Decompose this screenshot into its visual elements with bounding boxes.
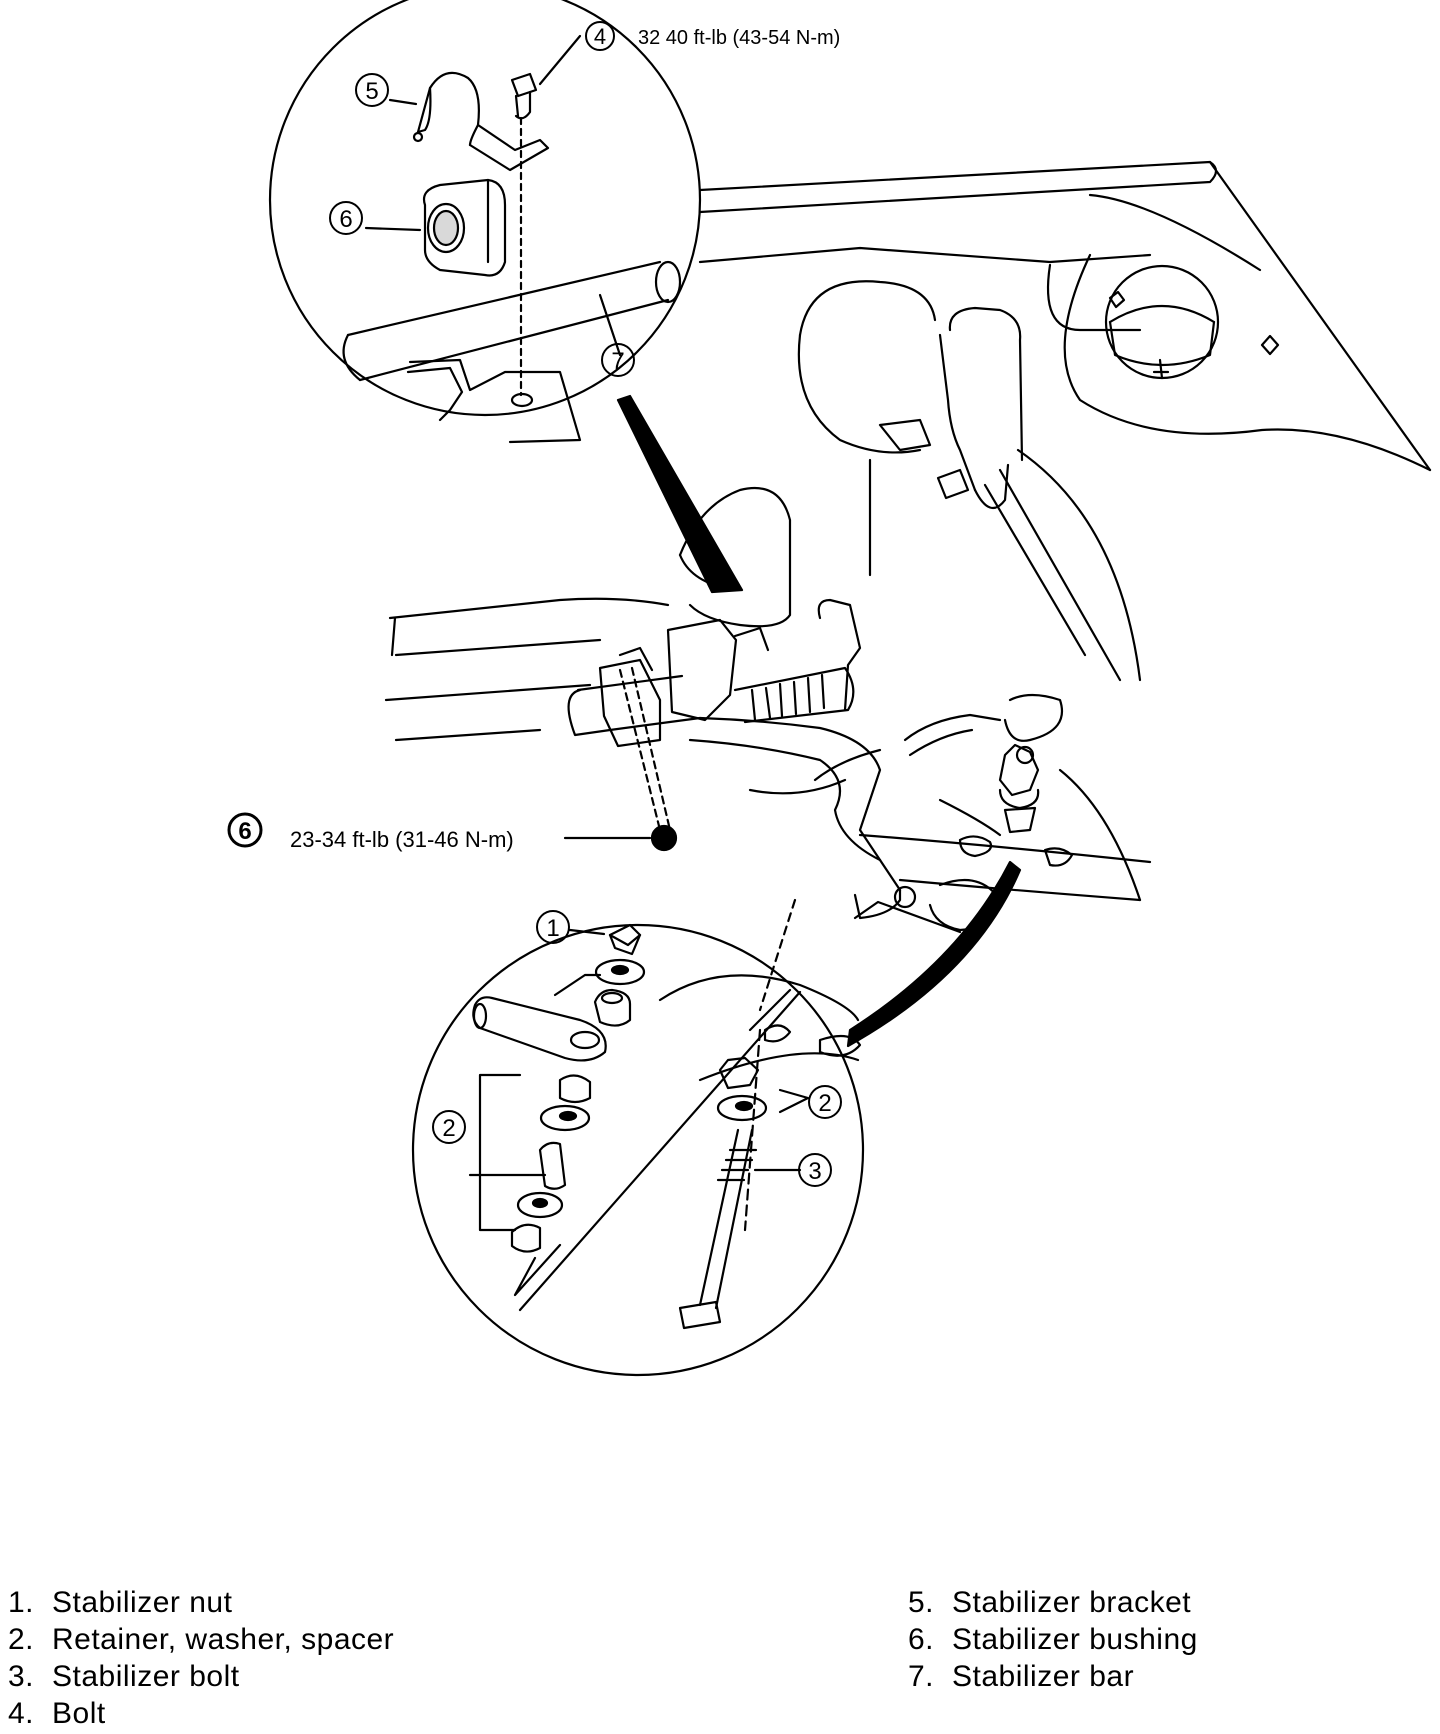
callout-1: 1 xyxy=(536,910,570,944)
connector-top xyxy=(616,394,744,594)
callout-3: 3 xyxy=(798,1153,832,1187)
callout-6-mid: 6 23-34 ft-lb (31-46 N-m) xyxy=(227,812,514,852)
legend-item-1: 1.Stabilizer nut xyxy=(8,1586,233,1619)
callout-4: 4 32 40 ft-lb (43-54 N-m) xyxy=(585,21,840,51)
detail-circle-bracket xyxy=(268,0,702,417)
stabilizer-bushing-drawing xyxy=(422,178,507,277)
legend-item-7: 7.Stabilizer bar xyxy=(908,1660,1135,1693)
vehicle-body-drawing xyxy=(384,160,1432,934)
svg-text:1: 1 xyxy=(546,915,559,942)
svg-text:6: 6 xyxy=(339,206,352,233)
callout-4-torque: 32 40 ft-lb (43-54 N-m) xyxy=(638,27,840,49)
legend-item-4: 4.Bolt xyxy=(8,1697,106,1730)
callout-6-torque: 23-34 ft-lb (31-46 N-m) xyxy=(290,827,514,852)
stabilizer-link-exploded-drawing xyxy=(468,923,862,1330)
svg-text:4: 4 xyxy=(594,24,606,49)
callout-6-top: 6 xyxy=(329,201,363,235)
bushing-bolt-nut xyxy=(650,824,678,852)
callout-5: 5 xyxy=(355,73,389,107)
legend-item-3: 3.Stabilizer bolt xyxy=(8,1660,240,1693)
svg-text:2: 2 xyxy=(818,1090,831,1117)
detail-circle-link xyxy=(411,923,865,1377)
legend-right: 5.Stabilizer bracket 6.Stabilizer bushin… xyxy=(908,1584,1198,1695)
svg-text:5: 5 xyxy=(365,78,378,105)
legend-left: 1.Stabilizer nut 2.Retainer, washer, spa… xyxy=(8,1584,394,1732)
bolt-drawing xyxy=(510,72,538,397)
connector-bottom xyxy=(846,860,1022,1048)
callout-2-right: 2 xyxy=(808,1085,842,1119)
frame-plate-drawing xyxy=(408,358,582,444)
svg-text:6: 6 xyxy=(238,818,251,845)
svg-text:3: 3 xyxy=(808,1158,821,1185)
stabilizer-bracket-drawing xyxy=(412,71,550,172)
callout-2-left: 2 xyxy=(432,1110,466,1144)
svg-text:2: 2 xyxy=(442,1115,455,1142)
legend-item-6: 6.Stabilizer bushing xyxy=(908,1623,1198,1656)
callout-7: 7 xyxy=(601,343,635,377)
stabilizer-bar-inset-drawing xyxy=(342,260,682,382)
legend-item-5: 5.Stabilizer bracket xyxy=(908,1586,1192,1619)
svg-text:7: 7 xyxy=(611,348,624,375)
legend-item-2: 2.Retainer, washer, spacer xyxy=(8,1623,395,1656)
